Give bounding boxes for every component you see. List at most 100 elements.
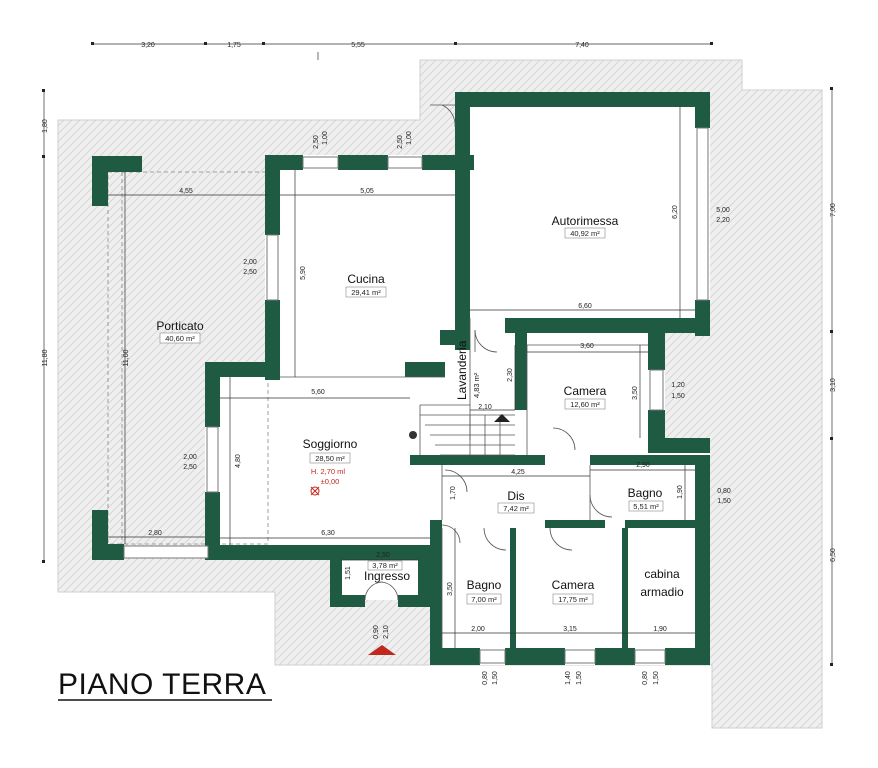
room-camera-1: Camera 12,60 m² bbox=[564, 384, 607, 410]
dim-dis-h: 1,70 bbox=[450, 486, 457, 500]
room-bagno-2: Bagno 7,00 m² bbox=[467, 578, 502, 605]
dim-lav-h: 2,30 bbox=[507, 368, 514, 382]
dim-right-2: 3,10 bbox=[830, 378, 837, 392]
dim-cucina-h: 5,90 bbox=[300, 266, 307, 280]
room-name: Camera bbox=[552, 578, 595, 592]
dim-top-1: 3,20 bbox=[141, 42, 155, 49]
dim-cucina-win2-b: 2,50 bbox=[397, 135, 404, 149]
dim-right-3: 6,50 bbox=[830, 548, 837, 562]
dim-top-2: 1,75 bbox=[227, 42, 241, 49]
dim-sogg-w: 5,60 bbox=[311, 389, 325, 396]
room-area: 3,78 m² bbox=[372, 561, 398, 570]
room-area: 40,60 m² bbox=[165, 334, 195, 343]
interior-lines bbox=[280, 318, 648, 648]
plan-title: PIANO TERRA bbox=[58, 668, 272, 701]
room-area: 40,92 m² bbox=[570, 229, 600, 238]
dim-auto-side-a: 5,00 bbox=[716, 207, 730, 214]
dim-cucina-side-a: 2,00 bbox=[243, 259, 257, 266]
room-name: Soggiorno bbox=[303, 437, 358, 451]
room-name: cabina bbox=[644, 567, 680, 581]
dim-cucina-win1-b: 2,50 bbox=[313, 135, 320, 149]
doors bbox=[364, 104, 613, 601]
outer-dimension-lines bbox=[42, 42, 833, 666]
dim-bagno1-side-b: 1,50 bbox=[717, 498, 731, 505]
dim-auto-side-b: 2,20 bbox=[716, 217, 730, 224]
room-area: 12,60 m² bbox=[570, 400, 600, 409]
dim-cam1-h: 3,50 bbox=[632, 386, 639, 400]
dim-bagno1-w: 2,90 bbox=[636, 462, 650, 469]
room-cucina: Cucina 29,41 m² bbox=[345, 272, 387, 298]
dim-cam2-w: 3,15 bbox=[563, 626, 577, 633]
dim-bagno1-h: 1,90 bbox=[677, 485, 684, 499]
room-bagno-1: Bagno 5,51 m² bbox=[628, 486, 664, 512]
dim-bottom-win-2b: 1,50 bbox=[576, 671, 583, 685]
windows bbox=[123, 127, 709, 664]
outer-dimension-labels: 3,20 1,75 5,55 7,40 1,80 11,80 7,00 3,10… bbox=[42, 42, 837, 562]
dim-ingr-h: 1,51 bbox=[345, 566, 352, 580]
room-lavanderia: Lavanderia 4,83 m² bbox=[455, 340, 481, 400]
dim-right-1: 7,00 bbox=[830, 203, 837, 217]
dim-left-2: 11,80 bbox=[42, 349, 49, 366]
dim-cucina-w: 5,05 bbox=[360, 188, 374, 195]
room-name: Porticato bbox=[156, 319, 204, 333]
room-area: 4,83 m² bbox=[472, 372, 481, 398]
room-name: Bagno bbox=[628, 486, 663, 500]
dim-bagno2-h: 3,50 bbox=[447, 582, 454, 596]
dim-sogg-side-a: 2,00 bbox=[183, 454, 197, 461]
dim-auto-h: 6,20 bbox=[672, 205, 679, 219]
dim-ingr-door-a: 0,90 bbox=[373, 625, 380, 639]
inner-dimension-labels: 4,55 11,00 2,80 5,05 5,90 1,00 2,50 1,00… bbox=[123, 131, 731, 685]
dim-bagno2-w: 2,00 bbox=[471, 626, 485, 633]
dim-dis-w: 4,25 bbox=[511, 469, 525, 476]
dim-left-1: 1,80 bbox=[42, 119, 49, 133]
dim-cam1-side-b: 1,50 bbox=[671, 393, 685, 400]
dim-lav-w: 2,10 bbox=[478, 404, 492, 411]
dim-auto-w: 6,60 bbox=[578, 303, 592, 310]
room-level: ±0,00 bbox=[321, 477, 340, 486]
stair-arrow-icon bbox=[494, 414, 510, 422]
column-dot bbox=[409, 431, 417, 439]
room-autorimessa: Autorimessa 40,92 m² bbox=[552, 214, 619, 239]
level-marker-icon bbox=[310, 486, 320, 496]
room-name: Camera bbox=[564, 384, 607, 398]
dim-bagno1-side-a: 0,80 bbox=[717, 488, 731, 495]
dim-ingr-w: 2,50 bbox=[376, 552, 390, 559]
dim-bottom-win-3b: 1,50 bbox=[653, 671, 660, 685]
room-name-line2: armadio bbox=[640, 585, 684, 599]
room-soggiorno: Soggiorno 28,50 m² H. 2,70 ml ±0,00 bbox=[303, 437, 358, 486]
room-name: Bagno bbox=[467, 578, 502, 592]
dim-porticato-h: 11,00 bbox=[123, 349, 130, 366]
dim-cucina-win2-a: 1,00 bbox=[406, 131, 413, 145]
dim-bottom-win-2a: 1,40 bbox=[565, 671, 572, 685]
dim-bottom-win-3a: 0,80 bbox=[642, 671, 649, 685]
walls bbox=[92, 92, 710, 665]
dim-cucina-win1-a: 1,00 bbox=[322, 131, 329, 145]
room-name: Lavanderia bbox=[455, 340, 469, 400]
dim-bottom-win-1a: 0,80 bbox=[482, 671, 489, 685]
dim-sogg-h: 4,80 bbox=[235, 454, 242, 468]
dim-sogg-side-b: 2,50 bbox=[183, 464, 197, 471]
room-area: 28,50 m² bbox=[315, 454, 345, 463]
room-name: Ingresso bbox=[364, 569, 410, 583]
dim-bottom-win-1b: 1,50 bbox=[492, 671, 499, 685]
room-name: Autorimessa bbox=[552, 214, 619, 228]
entrance-arrow-icon bbox=[368, 645, 396, 655]
dim-sogg-b: 6,30 bbox=[321, 530, 335, 537]
dim-ingr-door-b: 2,10 bbox=[383, 625, 390, 639]
dim-cam1-w: 3,60 bbox=[580, 343, 594, 350]
room-area: 7,00 m² bbox=[471, 595, 497, 604]
room-dis: Dis 7,42 m² bbox=[497, 489, 535, 514]
room-cabina-armadio: cabina armadio bbox=[640, 567, 684, 599]
room-camera-2: Camera 17,75 m² bbox=[552, 578, 595, 605]
room-height: H. 2,70 ml bbox=[311, 467, 346, 476]
dim-cam1-side-a: 1,20 bbox=[671, 382, 685, 389]
room-name: Cucina bbox=[347, 272, 385, 286]
room-area: 7,42 m² bbox=[503, 504, 529, 513]
stairs bbox=[419, 404, 515, 456]
dim-top-4: 7,40 bbox=[575, 42, 589, 49]
dim-porticato-w: 4,55 bbox=[179, 188, 193, 195]
room-area: 5,51 m² bbox=[633, 502, 659, 511]
room-area: 29,41 m² bbox=[351, 288, 381, 297]
dim-porticato-b: 2,80 bbox=[148, 530, 162, 537]
